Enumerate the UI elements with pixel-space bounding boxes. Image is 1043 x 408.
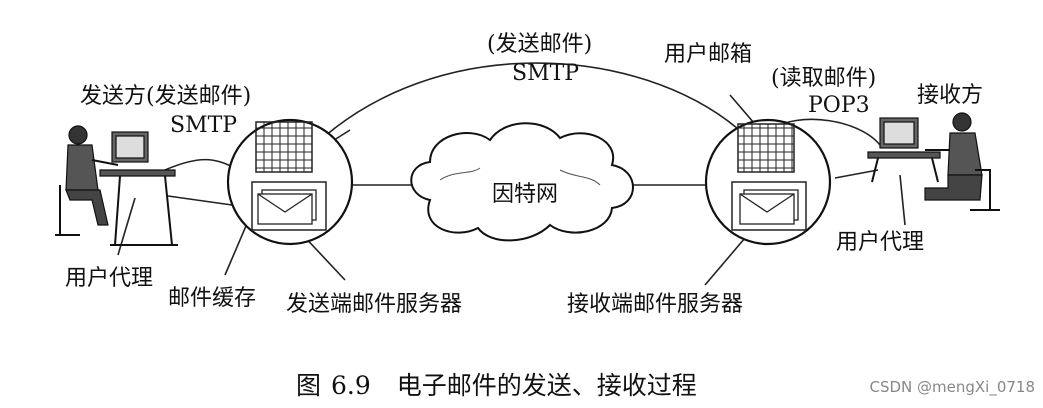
read-protocol-label: POP3 bbox=[808, 93, 870, 118]
user-agent-right-label: 用户代理 bbox=[836, 230, 925, 255]
sender-lower-line bbox=[167, 195, 233, 206]
smtp-arc-line bbox=[299, 62, 746, 161]
internet-label: 因特网 bbox=[492, 182, 559, 207]
send-server-grid-icon bbox=[255, 121, 313, 173]
read-title-label: (读取邮件) bbox=[771, 66, 877, 91]
leader-user-agent-left bbox=[117, 197, 136, 256]
recv-server-label: 接收端邮件服务器 bbox=[567, 292, 744, 317]
top-protocol-label: SMTP bbox=[512, 61, 580, 86]
leader-user-agent-right bbox=[899, 174, 906, 226]
mailbox-label: 用户邮箱 bbox=[664, 42, 753, 67]
figure-caption: 图 6.9 电子邮件的发送、接收过程 bbox=[296, 366, 697, 402]
caption-prefix: 图 bbox=[296, 371, 322, 400]
recv-server-grid-icon bbox=[737, 123, 795, 173]
recv-envelope-icon bbox=[739, 193, 795, 225]
watermark: CSDN @mengXi_0718 bbox=[869, 378, 1035, 396]
leader-recv-server bbox=[704, 237, 746, 286]
caption-text: 电子邮件的发送、接收过程 bbox=[396, 371, 697, 400]
send-envelope-icon bbox=[257, 193, 313, 225]
recv-server-to-receiver-line bbox=[834, 169, 879, 179]
send-server bbox=[226, 118, 354, 246]
top-title-label: (发送邮件) bbox=[487, 32, 593, 57]
receiver-label: 接收方 bbox=[917, 83, 984, 108]
sender-protocol-label: SMTP bbox=[170, 113, 238, 138]
sender-person-icon bbox=[55, 125, 178, 246]
sender-to-server-line bbox=[164, 158, 236, 171]
receiver-person-icon bbox=[867, 112, 1000, 211]
user-agent-left-label: 用户代理 bbox=[65, 266, 154, 291]
recv-server bbox=[704, 118, 832, 246]
internet-cloud bbox=[410, 122, 634, 242]
caption-number: 6.9 bbox=[331, 371, 371, 400]
sender-title-label: 发送方(发送邮件) bbox=[80, 84, 252, 109]
send-server-label: 发送端邮件服务器 bbox=[286, 292, 463, 317]
mail-buffer-label: 邮件缓存 bbox=[168, 286, 257, 311]
